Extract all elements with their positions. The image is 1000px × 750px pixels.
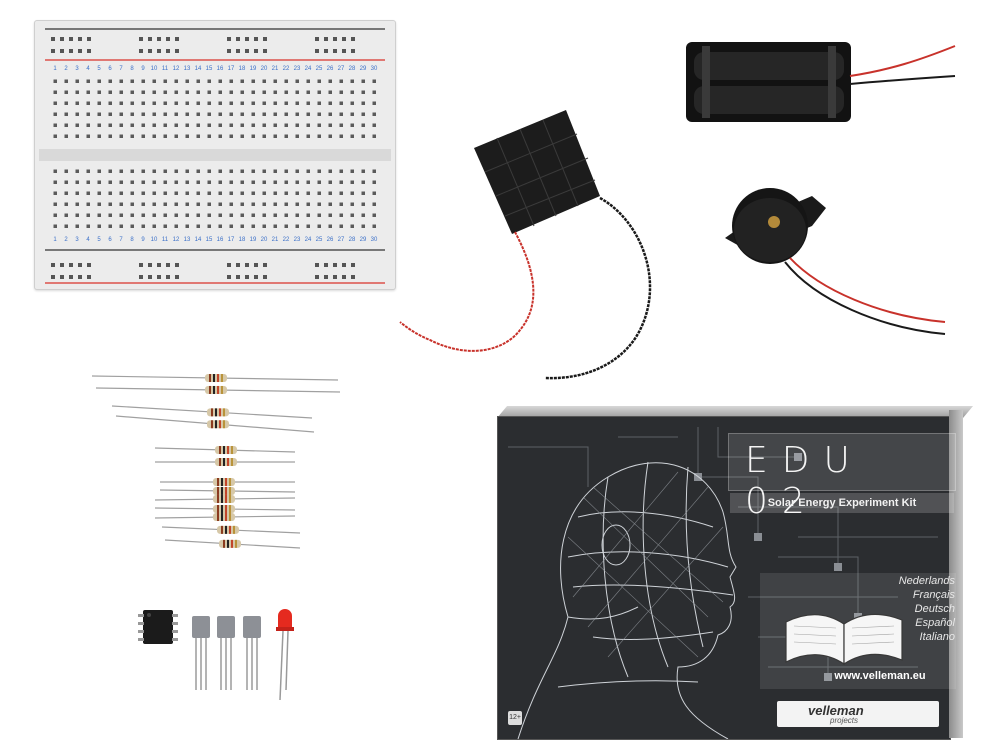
website-url: www.velleman.eu (834, 670, 926, 682)
breadboard-row-number: 11 (162, 66, 169, 72)
breadboard-row-number: 25 (316, 237, 323, 243)
breadboard-row-number: 28 (349, 237, 356, 243)
breadboard-row-number: 15 (206, 237, 213, 243)
breadboard-row-number: 15 (206, 66, 213, 72)
breadboard-row-number: 27 (338, 66, 345, 72)
breadboard-row-number: 17 (228, 66, 235, 72)
language-item: Français (912, 589, 955, 601)
breadboard-row-number: 20 (261, 66, 268, 72)
kit-box-side (949, 410, 963, 738)
wireframe-head (517, 461, 737, 739)
title-band (728, 433, 956, 491)
kit-box-cover (497, 416, 951, 740)
breadboard-row-number: 23 (294, 237, 301, 243)
breadboard-row-number: 22 (283, 237, 290, 243)
brand-name: velleman (808, 703, 864, 718)
brand-logo (777, 701, 939, 727)
breadboard-row-number: 21 (272, 66, 279, 72)
breadboard-row-number: 27 (338, 237, 345, 243)
language-item: Nederlands (898, 575, 955, 587)
breadboard-row-number: 5 (97, 237, 101, 243)
box-title: EDU 02 (745, 440, 864, 522)
breadboard-row-number: 26 (327, 66, 334, 72)
breadboard-row-number: 9 (141, 66, 145, 72)
breadboard-row-number: 14 (195, 237, 202, 243)
breadboard-row-number: 3 (75, 237, 79, 243)
breadboard-row-number: 18 (239, 66, 246, 72)
breadboard-row-number: 18 (239, 237, 246, 243)
breadboard-row-number: 21 (272, 237, 279, 243)
battery-holder (686, 42, 956, 122)
breadboard-row-number: 4 (86, 237, 90, 243)
breadboard-row-number: 10 (151, 237, 158, 243)
solar-panel (399, 110, 652, 380)
language-item: Italiano (919, 631, 955, 643)
breadboard-holes: 1122334455667788991010111112121313141415… (39, 28, 391, 284)
breadboard-row-number: 24 (305, 237, 312, 243)
breadboard-row-number: 6 (108, 237, 112, 243)
breadboard-row-number: 7 (119, 66, 123, 72)
red-led (276, 609, 294, 701)
breadboard-row-number: 16 (217, 66, 224, 72)
breadboard-row-number: 24 (305, 66, 312, 72)
breadboard-row-number: 12 (173, 237, 180, 243)
breadboard-row-number: 30 (371, 237, 378, 243)
breadboard-row-number: 2 (64, 237, 68, 243)
cover-artwork (508, 427, 938, 739)
ic-chip (138, 610, 178, 644)
breadboard-row-number: 12 (173, 66, 180, 72)
breadboard-row-number: 17 (228, 237, 235, 243)
breadboard-row-number: 23 (294, 66, 301, 72)
breadboard-row-number: 11 (162, 237, 169, 243)
breadboard-row-number: 8 (130, 237, 134, 243)
piezo-buzzer (725, 188, 946, 335)
breadboard-row-number: 28 (349, 66, 356, 72)
breadboard-row-number: 10 (151, 66, 158, 72)
breadboard-row-number: 19 (250, 237, 257, 243)
language-item: Español (915, 617, 955, 629)
language-panel (760, 573, 956, 689)
breadboard-row-number: 2 (64, 66, 68, 72)
book-icon (785, 613, 903, 666)
breadboard-row-number: 26 (327, 237, 334, 243)
breadboard-row-number: 13 (184, 66, 191, 72)
breadboard-row-number: 19 (250, 66, 257, 72)
transistors (192, 616, 261, 690)
brand-sub: projects (830, 716, 859, 725)
kit-box (497, 406, 974, 740)
breadboard-row-number: 25 (316, 66, 323, 72)
language-item: Deutsch (914, 603, 955, 615)
breadboard-row-number: 13 (184, 237, 191, 243)
breadboard-row-number: 29 (360, 66, 367, 72)
breadboard-row-number: 8 (130, 66, 134, 72)
breadboard-row-number: 9 (141, 237, 145, 243)
breadboard-row-number: 5 (97, 66, 101, 72)
breadboard-row-number: 1 (53, 66, 57, 72)
breadboard-row-number: 3 (75, 66, 79, 72)
breadboard-row-number: 29 (360, 237, 367, 243)
age-badge: 12+ (508, 711, 522, 725)
breadboard-row-number: 1 (53, 237, 57, 243)
breadboard-row-number: 14 (195, 66, 202, 72)
breadboard-row-number: 22 (283, 66, 290, 72)
box-subtitle: Solar Energy Experiment Kit (730, 493, 954, 513)
breadboard-row-number: 7 (119, 237, 123, 243)
breadboard-row-number: 30 (371, 66, 378, 72)
resistors (91, 374, 341, 549)
breadboard-row-number: 4 (86, 66, 90, 72)
language-list: Nederlands Français Deutsch Español Ital… (845, 574, 955, 644)
breadboard-row-number: 20 (261, 237, 268, 243)
breadboard-row-number: 16 (217, 237, 224, 243)
breadboard-row-number: 6 (108, 66, 112, 72)
